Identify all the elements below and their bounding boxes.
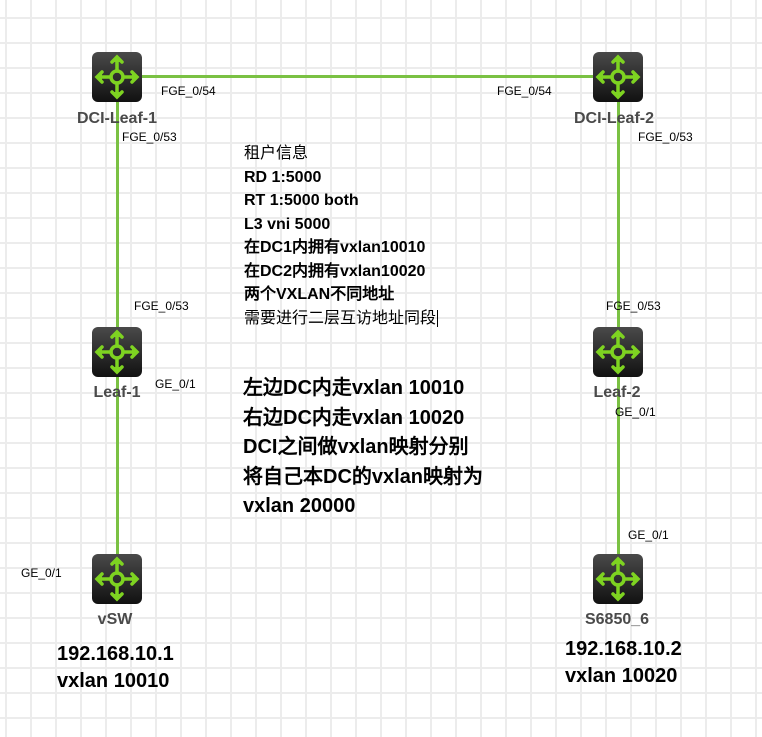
port-label: FGE_0/53	[606, 299, 661, 313]
note-line: 将自己本DC的vxlan映射为	[243, 465, 484, 488]
node-label: Leaf-1	[93, 384, 141, 401]
switch-router-icon	[595, 329, 641, 375]
note-line: 需要进行二层互访地址同段	[244, 309, 439, 327]
device-vsw[interactable]	[92, 554, 142, 604]
note-line: DCI之间做vxlan映射分别	[243, 436, 469, 458]
link-leaf2-s6850[interactable]	[617, 352, 620, 578]
link-leaf1-vsw[interactable]	[116, 352, 119, 578]
port-label: FGE_0/54	[161, 84, 216, 98]
switch-router-icon	[595, 556, 641, 602]
port-label: GE_0/1	[21, 566, 62, 580]
note-line: L3 vni 5000	[244, 215, 331, 233]
note-line: 左边DC内走vxlan 10010	[243, 377, 465, 399]
switch-router-icon	[595, 54, 641, 100]
note-line: vxlan 20000	[243, 495, 356, 517]
host-ip: 192.168.10.1	[57, 643, 174, 665]
link-dci1-leaf1[interactable]	[116, 77, 119, 352]
device-dci-leaf-1[interactable]	[92, 52, 142, 102]
node-label: S6850_6	[584, 611, 650, 628]
switch-router-icon	[94, 329, 140, 375]
note-line: 右边DC内走vxlan 10020	[243, 406, 465, 429]
note-line: 两个VXLAN不同地址	[244, 286, 395, 303]
note-line: 在DC1内拥有vxlan10010	[244, 239, 426, 256]
port-label: GE_0/1	[628, 528, 669, 542]
node-label: DCI-Leaf-1	[76, 110, 158, 127]
switch-router-icon	[94, 556, 140, 602]
switch-router-icon	[94, 54, 140, 100]
device-dci-leaf-2[interactable]	[593, 52, 643, 102]
port-label: FGE_0/53	[638, 130, 693, 144]
port-label: FGE_0/53	[134, 299, 189, 313]
host-vxlan: vxlan 10020	[565, 665, 678, 687]
node-label: DCI-Leaf-2	[573, 110, 655, 127]
device-s6850-6[interactable]	[593, 554, 643, 604]
port-label: GE_0/1	[155, 377, 196, 391]
note-line: 租户信息	[244, 145, 309, 162]
port-label: GE_0/1	[615, 405, 656, 419]
port-label: FGE_0/54	[497, 84, 552, 98]
port-label: FGE_0/53	[122, 130, 177, 144]
node-label: vSW	[97, 611, 133, 628]
host-info-right: 192.168.10.2 vxlan 10020	[565, 636, 682, 690]
note-line: 在DC2内拥有vxlan10020	[244, 262, 426, 280]
host-info-left: 192.168.10.1 vxlan 10010	[57, 641, 174, 695]
note-line: RD 1:5000	[244, 168, 322, 186]
tenant-info-note[interactable]: 租户信息 RD 1:5000 RT 1:5000 both L3 vni 500…	[244, 142, 439, 330]
link-dci2-leaf2[interactable]	[617, 77, 620, 352]
note-line: RT 1:5000 both	[244, 192, 359, 209]
device-leaf-1[interactable]	[92, 327, 142, 377]
host-vxlan: vxlan 10010	[57, 670, 170, 692]
link-dci1-dci2[interactable]	[117, 75, 618, 78]
device-leaf-2[interactable]	[593, 327, 643, 377]
node-label: Leaf-2	[593, 384, 641, 401]
vxlan-mapping-note[interactable]: 左边DC内走vxlan 10010 右边DC内走vxlan 10020 DCI之…	[243, 374, 483, 522]
host-ip: 192.168.10.2	[565, 638, 682, 660]
